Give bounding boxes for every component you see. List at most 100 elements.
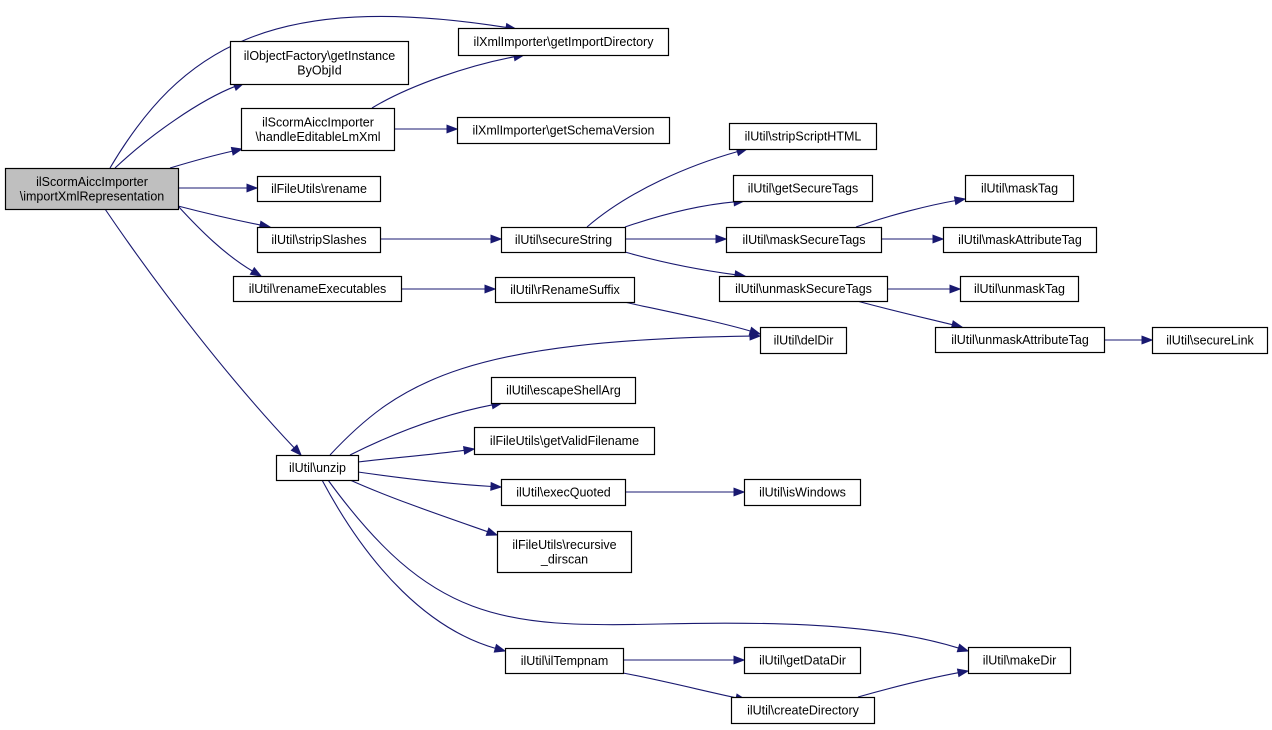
node-handlelm[interactable]: ilScormAiccImporter\handleEditableLmXml [240, 107, 396, 152]
edge-arrowhead [949, 284, 962, 294]
node-importdir[interactable]: ilXmlImporter\getImportDirectory [457, 27, 670, 57]
node-label: ilUtil\isWindows [759, 486, 846, 500]
node-label: ilUtil\maskTag [981, 182, 1058, 196]
node-box [728, 122, 878, 151]
node-unmasktag[interactable]: ilUtil\unmaskTag [959, 275, 1080, 303]
edge-line [586, 150, 739, 228]
node-box [496, 530, 633, 574]
edge-securestring-to-masksecuretags [625, 234, 728, 244]
node-box [500, 478, 627, 507]
node-label: ilUtil\stripScriptHTML [745, 130, 862, 144]
node-escapeshell[interactable]: ilUtil\escapeShellArg [490, 376, 637, 405]
node-schemaver[interactable]: ilXmlImporter\getSchemaVersion [456, 116, 671, 145]
node-label: ilUtil\unzip [289, 461, 346, 475]
node-stripslashes[interactable]: ilUtil\stripSlashes [256, 226, 382, 254]
node-box [4, 167, 180, 211]
edge-line [624, 201, 736, 228]
node-box [504, 647, 625, 675]
node-label: ilUtil\secureLink [1166, 334, 1254, 348]
node-box [743, 478, 862, 507]
edge-unmasksecuretags-to-unmasktag [887, 284, 962, 294]
edge-line [623, 301, 752, 332]
edge-unzip-to-recursive [349, 479, 499, 536]
edge-line [357, 449, 466, 463]
edge-line [349, 404, 494, 456]
node-getdatadir[interactable]: ilUtil\getDataDir [743, 646, 862, 675]
edge-unzip-to-validfilename [357, 445, 476, 463]
node-box [942, 226, 1098, 254]
edge-arrowhead [490, 234, 503, 244]
edge-tempnam-to-getdatadir [623, 655, 746, 665]
node-box [1151, 326, 1269, 355]
node-renameexec[interactable]: ilUtil\renameExecutables [232, 275, 403, 303]
node-label: ilUtil\getDataDir [759, 654, 846, 668]
node-label: ilUtil\escapeShellArg [506, 384, 621, 398]
node-tempnam[interactable]: ilUtil\ilTempnam [504, 647, 625, 675]
node-execquoted[interactable]: ilUtil\execQuoted [500, 478, 627, 507]
edge-unzip-to-execquoted [357, 471, 503, 491]
edge-execquoted-to-iswindows [624, 487, 746, 497]
edge-arrowhead [490, 481, 503, 491]
edge-unmasksecuretags-to-unmaskattr [856, 300, 964, 329]
node-validfilename[interactable]: ilFileUtils\getValidFilename [473, 426, 656, 456]
node-label: ilUtil\maskSecureTags [743, 233, 866, 247]
node-label: ilUtil\rRenameSuffix [510, 283, 620, 297]
edge-arrowhead [733, 655, 746, 665]
node-box [256, 226, 382, 254]
node-makedir[interactable]: ilUtil\makeDir [967, 646, 1072, 675]
edge-arrowhead [249, 266, 263, 277]
node-rename[interactable]: ilFileUtils\rename [256, 175, 382, 203]
edge-unmaskattr-to-securelink [1104, 335, 1154, 345]
node-label: ilUtil\makeDir [983, 654, 1057, 668]
node-iswindows[interactable]: ilUtil\isWindows [743, 478, 862, 507]
edge-arrowhead [290, 444, 302, 457]
node-label: ilUtil\maskAttributeTag [958, 233, 1082, 247]
edge-root-to-stripslashes [177, 205, 272, 230]
edge-tempnam-to-createdir [622, 672, 748, 703]
node-recursive[interactable]: ilFileUtils\recursive_dirscan [496, 530, 633, 574]
node-label: \handleEditableLmXml [255, 130, 380, 144]
edge-line [321, 479, 497, 650]
edge-securestring-to-getsecuretags [624, 197, 746, 228]
edge-line [624, 251, 737, 276]
node-createdir[interactable]: ilUtil\createDirectory [730, 696, 876, 725]
node-securestring[interactable]: ilUtil\secureString [500, 226, 627, 254]
node-label: ilUtil\unmaskAttributeTag [951, 333, 1089, 347]
node-unzip[interactable]: ilUtil\unzip [275, 454, 360, 482]
node-unmaskattr[interactable]: ilUtil\unmaskAttributeTag [934, 326, 1106, 354]
node-deldir[interactable]: ilUtil\delDir [759, 326, 848, 355]
node-box [759, 326, 848, 355]
edge-unzip-to-makedir [327, 479, 970, 653]
edge-arrowhead [1141, 335, 1154, 345]
node-getsecuretags[interactable]: ilUtil\getSecureTags [732, 174, 874, 203]
edge-root-to-rename [178, 183, 259, 193]
node-box [725, 226, 883, 254]
edge-masksecuretags-to-maskattr [881, 234, 945, 244]
edge-root-to-unzip [104, 208, 302, 457]
edge-arrowhead [493, 643, 507, 653]
node-masksecuretags[interactable]: ilUtil\maskSecureTags [725, 226, 883, 254]
node-box [256, 175, 382, 203]
node-unmasksecuretags[interactable]: ilUtil\unmaskSecureTags [718, 275, 889, 303]
node-stripscript[interactable]: ilUtil\stripScriptHTML [728, 122, 878, 151]
edge-arrowhead [932, 234, 945, 244]
edge-arrowhead [715, 234, 728, 244]
edge-handlelm-to-schemaver [393, 124, 459, 134]
node-rrenamesuffix[interactable]: ilUtil\rRenameSuffix [494, 276, 636, 304]
node-label: ilUtil\secureString [515, 233, 612, 247]
edge-line [855, 199, 957, 228]
node-box [229, 40, 410, 86]
node-box [730, 696, 876, 725]
node-securelink[interactable]: ilUtil\secureLink [1151, 326, 1269, 355]
node-root[interactable]: ilScormAiccImporter\importXmlRepresentat… [4, 167, 180, 211]
edge-line [114, 85, 236, 169]
edge-stripslashes-to-securestring [380, 234, 503, 244]
node-label: ilUtil\unmaskTag [974, 282, 1065, 296]
edge-line [177, 205, 254, 272]
edge-line [109, 15, 508, 169]
edge-arrowhead [956, 668, 970, 678]
node-maskattr[interactable]: ilUtil\maskAttributeTag [942, 226, 1098, 254]
node-masktag[interactable]: ilUtil\maskTag [964, 174, 1075, 203]
